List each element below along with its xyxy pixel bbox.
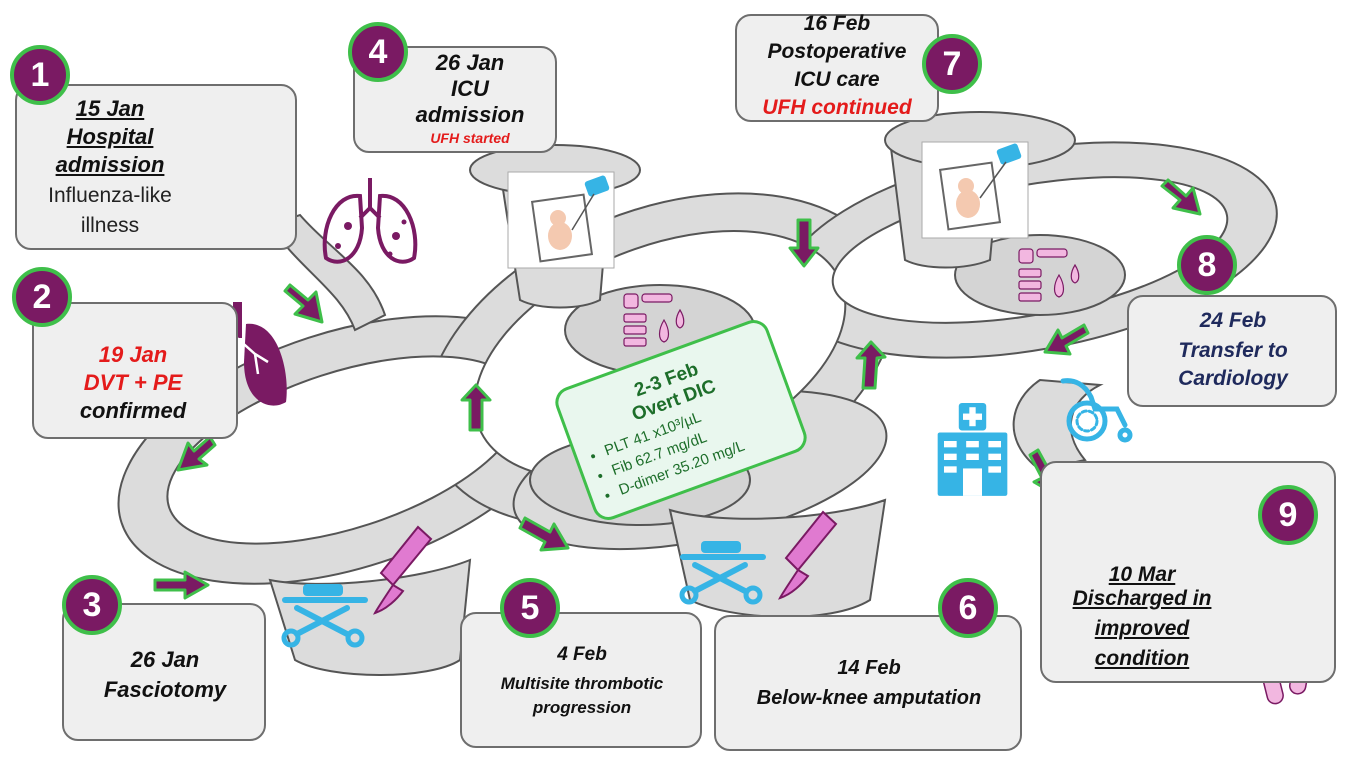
event-5-box: 4 Feb Multisite thrombotic progression [460, 612, 702, 748]
arrow [176, 435, 217, 472]
event-2-box: 19 Jan DVT + PE confirmed [32, 302, 238, 439]
event-9-date: 10 Mar [1108, 563, 1176, 586]
event-9-title-line3: condition [1094, 647, 1190, 670]
arrow [1160, 178, 1202, 216]
event-7-title-line2: ICU care [794, 68, 880, 91]
stretcher-icon [679, 541, 766, 605]
event-8-box: 24 Feb Transfer to Cardiology [1127, 295, 1337, 407]
event-9-title-line1: Discharged in [1072, 587, 1212, 610]
event-3-title-line1: Fasciotomy [103, 677, 227, 702]
event-1-badge: 1 [10, 45, 70, 105]
event-8-title-line1: Transfer to [1178, 339, 1288, 362]
event-1-detail-line1: Influenza-like [48, 184, 172, 207]
event-6-badge: 6 [938, 578, 998, 638]
arrow [283, 283, 324, 324]
event-4-note: UFH started [430, 130, 510, 146]
event-4-date: 26 Jan [435, 50, 505, 75]
event-7-title-line1: Postoperative [767, 40, 907, 63]
stretcher-icon [281, 584, 368, 648]
arrow [1043, 323, 1090, 356]
event-1-title-line1: Hospital [66, 124, 154, 149]
event-4-box: 26 Jan ICU admission UFH started [353, 46, 557, 153]
event-9-title-line2: improved [1094, 617, 1190, 640]
arrow [153, 570, 210, 600]
arrow [518, 516, 570, 552]
event-7-date: 16 Feb [803, 12, 871, 35]
event-5-title-line2: progression [532, 698, 632, 717]
arrow [788, 218, 820, 268]
arrow [460, 383, 492, 432]
scalpel-icon [373, 525, 433, 615]
event-3-badge: 3 [62, 575, 122, 635]
event-6-title-line1: Below-knee amputation [756, 687, 982, 709]
event-2-title-line2: confirmed [79, 398, 187, 423]
event-9-badge: 9 [1258, 485, 1318, 545]
event-5-badge: 5 [500, 578, 560, 638]
event-4-badge: 4 [348, 22, 408, 82]
event-4-title-line2: admission [415, 102, 525, 127]
event-1-date: 15 Jan [75, 96, 145, 121]
event-3-box: 26 Jan Fasciotomy [62, 603, 266, 741]
event-1-box: 15 Jan Hospital admission Influenza-like… [15, 84, 297, 250]
icu-bed-icon [507, 171, 615, 269]
event-1-detail-line2: illness [80, 214, 140, 237]
infected-lungs-icon [322, 178, 418, 264]
event-1-title-line2: admission [55, 152, 165, 177]
event-3-date: 26 Jan [130, 647, 200, 672]
event-5-title-line1: Multisite thrombotic [500, 674, 664, 693]
event-8-date: 24 Feb [1199, 309, 1267, 332]
scalpel-icon [778, 510, 838, 600]
event-7-badge: 7 [922, 34, 982, 94]
hospital-building-icon [937, 403, 1008, 496]
event-2-date: 19 Jan [98, 342, 168, 367]
event-4-title-line1: ICU [451, 76, 489, 101]
icu-bed-icon [921, 141, 1029, 239]
event-5-date: 4 Feb [557, 644, 607, 665]
event-2-title-line1: DVT + PE [83, 370, 183, 395]
event-8-title-line2: Cardiology [1178, 367, 1288, 390]
event-7-box: 16 Feb Postoperative ICU care UFH contin… [735, 12, 939, 122]
lab-tubes-icon [1018, 248, 1080, 302]
wheelchair-icon [1060, 378, 1133, 443]
arrow [855, 340, 887, 390]
event-7-note: UFH continued [762, 96, 912, 119]
event-2-badge: 2 [12, 267, 72, 327]
lab-tubes-icon [623, 293, 685, 347]
event-6-date: 14 Feb [837, 657, 901, 679]
event-8-badge: 8 [1177, 235, 1237, 295]
